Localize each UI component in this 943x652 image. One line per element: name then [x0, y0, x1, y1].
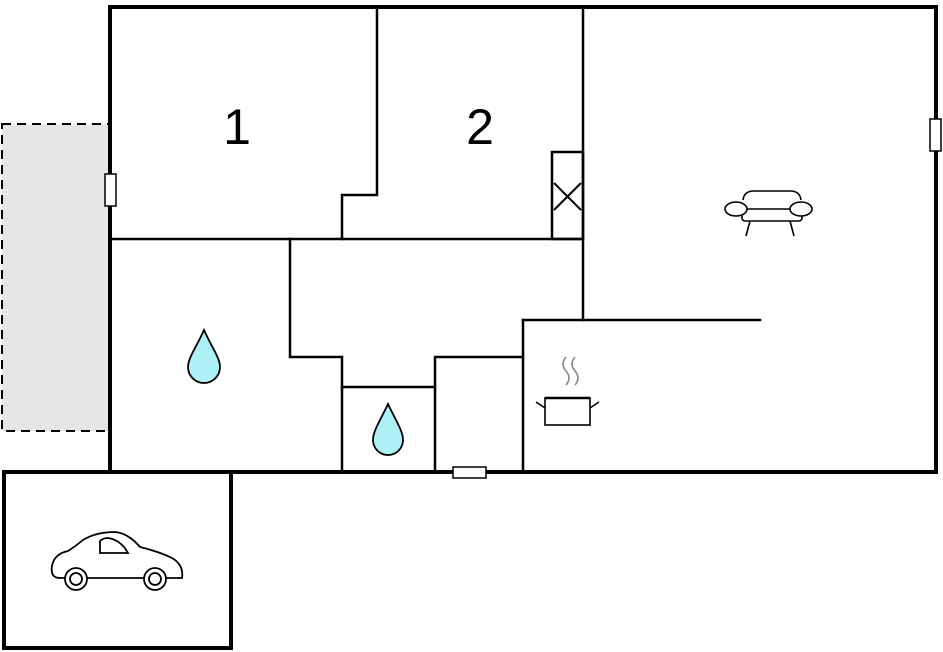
sofa-icon	[724, 190, 813, 237]
window-icon	[929, 118, 942, 152]
window-icon	[104, 173, 117, 207]
room-number-2: 2	[466, 99, 494, 155]
interior-walls	[108, 5, 762, 474]
garage-outer-wall	[2, 470, 233, 650]
cooking-pot-icon	[535, 356, 600, 426]
window-icon	[452, 466, 487, 479]
car-icon	[50, 531, 184, 591]
water-drop-icon	[187, 327, 221, 384]
room-number-1: 1	[223, 99, 251, 155]
water-drop-icon	[372, 401, 404, 456]
terrace-area	[1, 123, 111, 432]
stairs-cross-icon	[553, 182, 582, 211]
